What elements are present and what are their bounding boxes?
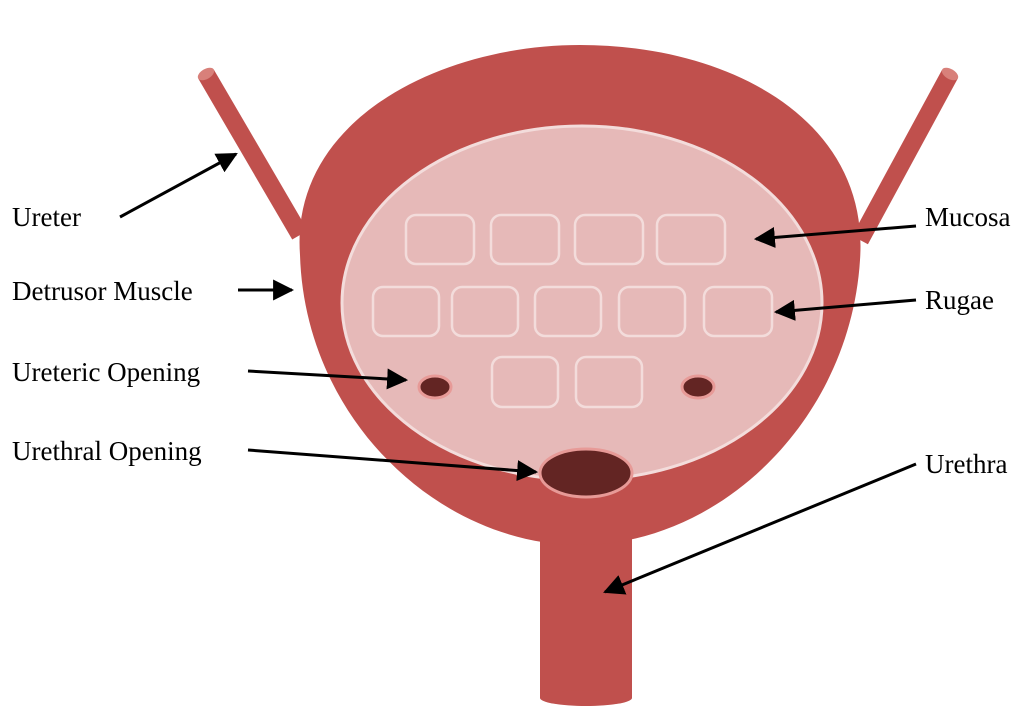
ruga-fold [575, 215, 643, 264]
urethral-opening [540, 449, 632, 497]
urethral-opening-label: Urethral Opening [12, 436, 202, 466]
ruga-fold [619, 287, 685, 336]
left-ureteric-opening [419, 376, 451, 398]
rugae-label: Rugae [925, 285, 994, 315]
urethra-label: Urethra [925, 449, 1007, 479]
ruga-fold [576, 357, 642, 407]
detrusor-muscle-label: Detrusor Muscle [12, 276, 193, 306]
ureter-arrow [120, 154, 236, 217]
ruga-fold [492, 357, 558, 407]
left-ureter [196, 65, 300, 235]
ruga-fold [373, 287, 439, 336]
ureteric-opening-label: Ureteric Opening [12, 357, 200, 387]
ruga-fold [704, 287, 772, 336]
ruga-fold [657, 215, 725, 264]
ruga-fold [406, 215, 474, 264]
ruga-fold [535, 287, 601, 336]
urethra-tube [540, 520, 632, 706]
ureter-label: Ureter [12, 202, 81, 232]
ruga-fold [452, 287, 518, 336]
right-ureteric-opening [682, 376, 714, 398]
ruga-fold [491, 215, 559, 264]
mucosa-label: Mucosa [925, 202, 1010, 232]
